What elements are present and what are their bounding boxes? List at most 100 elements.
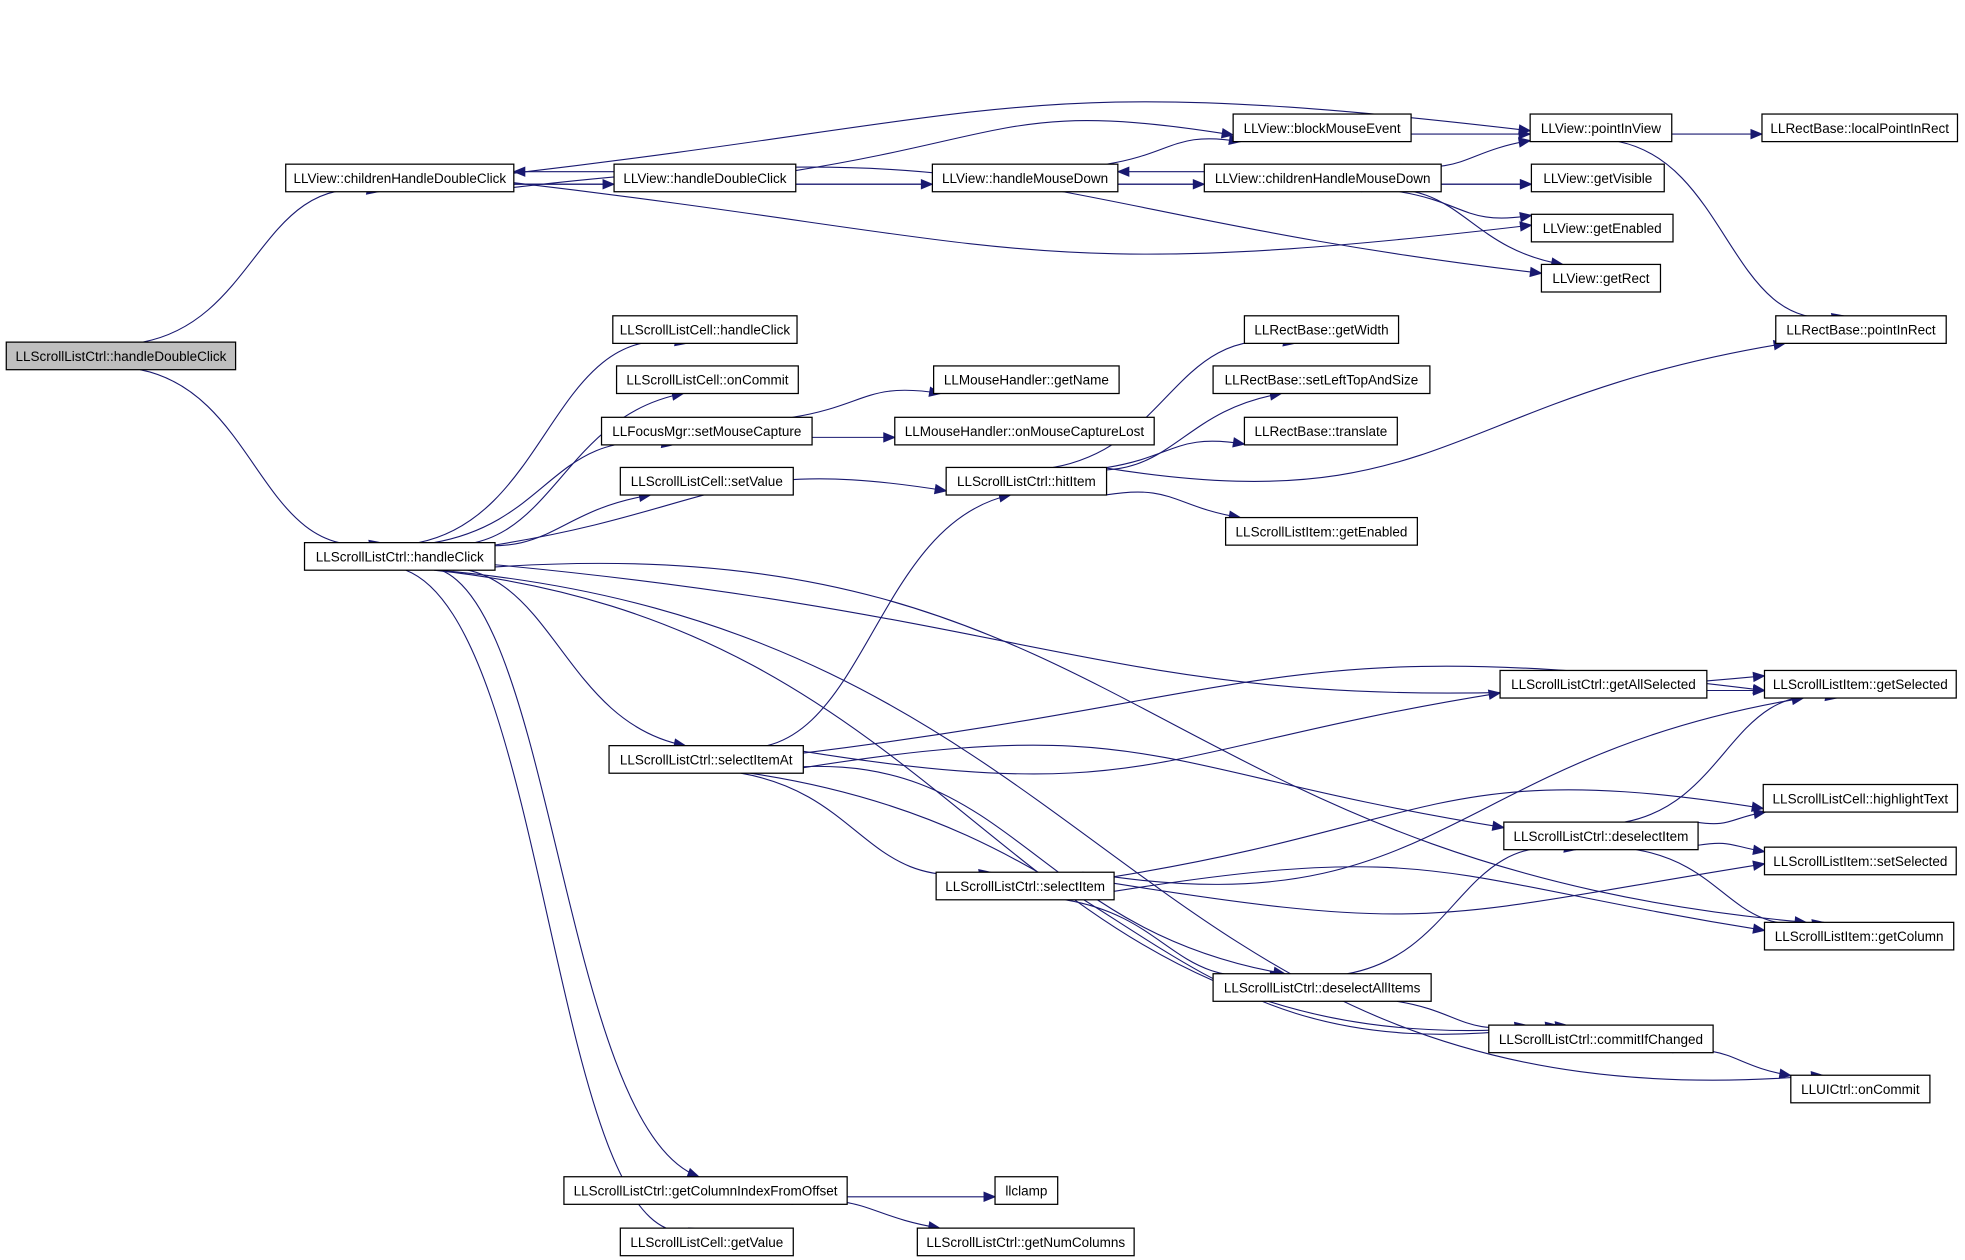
node-label: LLView::getRect bbox=[1552, 271, 1649, 286]
arrowhead-v_hmd-to-v_chmd bbox=[1192, 178, 1206, 190]
edge-sl_si-to-sli_gs bbox=[1082, 697, 1804, 885]
node-box bbox=[1224, 516, 1418, 546]
arrowhead-sl_sia-to-sl_di bbox=[1491, 820, 1506, 831]
node-label: LLScrollListCtrl::handleDoubleClick bbox=[16, 349, 227, 364]
node-box bbox=[945, 466, 1108, 496]
node-mh_omcl[interactable]: LLMouseHandler::onMouseCaptureLost bbox=[894, 416, 1155, 446]
node-label: LLScrollListCtrl::deselectItem bbox=[1514, 829, 1689, 844]
edge-root-to-v_chdc bbox=[142, 189, 379, 343]
node-sl_gnc[interactable]: LLScrollListCtrl::getNumColumns bbox=[916, 1227, 1135, 1257]
arrowhead-fm_smc-to-mh_omcl bbox=[883, 432, 897, 443]
node-v_hmd[interactable]: LLView::handleMouseDown bbox=[931, 163, 1119, 193]
node-rb_gw[interactable]: LLRectBase::getWidth bbox=[1243, 315, 1400, 344]
node-box bbox=[563, 1176, 848, 1205]
node-label: LLScrollListCell::highlightText bbox=[1773, 791, 1949, 806]
edge-sl_hit-to-rb_pir bbox=[1102, 342, 1786, 482]
node-sl_gcifo[interactable]: LLScrollListCtrl::getColumnIndexFromOffs… bbox=[563, 1176, 848, 1205]
node-box bbox=[994, 1176, 1059, 1205]
node-box bbox=[1762, 783, 1959, 813]
node-sl_hc[interactable]: LLScrollListCtrl::handleClick bbox=[303, 542, 496, 571]
edge-sl_cic-to-ui_oc bbox=[1672, 1049, 1791, 1077]
node-label: LLRectBase::localPointInRect bbox=[1770, 121, 1949, 136]
node-box bbox=[1243, 416, 1398, 446]
node-label: LLScrollListCtrl::deselectAllItems bbox=[1224, 981, 1421, 996]
node-slc_hc[interactable]: LLScrollListCell::handleClick bbox=[612, 315, 798, 344]
node-rb_pir[interactable]: LLRectBase::pointInRect bbox=[1775, 315, 1947, 344]
node-sl_sia[interactable]: LLScrollListCtrl::selectItemAt bbox=[608, 745, 804, 774]
node-v_chdc[interactable]: LLView::childrenHandleDoubleClick bbox=[285, 163, 515, 193]
edge-sl_si-to-sl_dai bbox=[1065, 899, 1282, 978]
node-sl_cic[interactable]: LLScrollListCtrl::commitIfChanged bbox=[1488, 1024, 1714, 1054]
node-box bbox=[615, 365, 799, 395]
node-box bbox=[931, 163, 1119, 193]
node-slc_sv[interactable]: LLScrollListCell::setValue bbox=[619, 466, 794, 496]
node-sli_gc[interactable]: LLScrollListItem::getColumn bbox=[1763, 921, 1955, 951]
node-box bbox=[1243, 315, 1400, 344]
node-label: LLScrollListCell::getValue bbox=[630, 1235, 783, 1250]
node-label: LLMouseHandler::onMouseCaptureLost bbox=[905, 424, 1145, 439]
node-label: LLView::pointInView bbox=[1541, 121, 1661, 136]
node-v_bme[interactable]: LLView::blockMouseEvent bbox=[1232, 113, 1412, 143]
node-sli_ge[interactable]: LLScrollListItem::getEnabled bbox=[1224, 516, 1418, 546]
node-box bbox=[1212, 365, 1431, 395]
node-rb_lpir[interactable]: LLRectBase::localPointInRect bbox=[1761, 113, 1959, 143]
node-label: LLUICtrl::onCommit bbox=[1801, 1082, 1920, 1097]
node-box bbox=[613, 163, 797, 193]
edge-sl_si-to-sli_gc bbox=[1113, 866, 1765, 931]
edge-v_chdc-to-v_piv bbox=[513, 101, 1531, 174]
node-box bbox=[1775, 315, 1947, 344]
node-sl_gas[interactable]: LLScrollListCtrl::getAllSelected bbox=[1499, 669, 1708, 699]
arrowhead-v_bme-to-v_piv bbox=[1518, 128, 1532, 140]
node-v_piv[interactable]: LLView::pointInView bbox=[1529, 113, 1673, 143]
node-v_chmd[interactable]: LLView::childrenHandleMouseDown bbox=[1203, 163, 1442, 193]
node-box bbox=[935, 871, 1115, 901]
node-ui_oc[interactable]: LLUICtrl::onCommit bbox=[1790, 1074, 1931, 1104]
node-label: LLRectBase::setLeftTopAndSize bbox=[1225, 373, 1419, 388]
node-v_gv[interactable]: LLView::getVisible bbox=[1530, 163, 1665, 193]
edge-v_piv-to-rb_pir bbox=[1618, 141, 1844, 319]
edge-sl_hit-to-sli_ge bbox=[1106, 491, 1241, 519]
edge-sl_hc-to-sl_gcifo bbox=[406, 566, 700, 1178]
arrowhead-sl_si-to-sli_ss bbox=[1752, 860, 1766, 871]
arrowhead-sl_si-to-sli_gc bbox=[1752, 923, 1766, 934]
arrowhead-v_hdc-to-v_hmd bbox=[920, 178, 934, 190]
node-box bbox=[1540, 263, 1662, 293]
node-label: LLMouseHandler::getName bbox=[944, 373, 1109, 388]
arrowhead-sl_gcifo-to-llclamp bbox=[983, 1191, 997, 1203]
edge-sl_dai-to-sl_cic bbox=[1396, 1000, 1527, 1029]
node-box bbox=[1203, 163, 1442, 193]
node-v_gr[interactable]: LLView::getRect bbox=[1540, 263, 1662, 293]
node-root[interactable]: LLScrollListCtrl::handleDoubleClick bbox=[5, 341, 237, 371]
node-slc_oc[interactable]: LLScrollListCell::onCommit bbox=[615, 365, 799, 395]
node-label: LLScrollListCtrl::selectItemAt bbox=[620, 752, 793, 767]
call-graph-edges bbox=[139, 101, 1845, 1238]
node-fm_smc[interactable]: LLFocusMgr::setMouseCapture bbox=[600, 416, 813, 446]
node-slc_gv[interactable]: LLScrollListCell::getValue bbox=[619, 1227, 794, 1257]
edge-v_chmd-to-v_piv bbox=[1399, 140, 1531, 168]
edge-fm_smc-to-mh_gn bbox=[792, 389, 941, 418]
node-sl_dai[interactable]: LLScrollListCtrl::deselectAllItems bbox=[1212, 973, 1432, 1002]
node-label: llclamp bbox=[1005, 1184, 1047, 1199]
node-sl_di[interactable]: LLScrollListCtrl::deselectItem bbox=[1503, 821, 1699, 851]
node-box bbox=[1212, 973, 1432, 1002]
node-box bbox=[1530, 163, 1665, 193]
node-sl_si[interactable]: LLScrollListCtrl::selectItem bbox=[935, 871, 1115, 901]
node-sli_ss[interactable]: LLScrollListItem::setSelected bbox=[1763, 846, 1957, 876]
node-rb_sltas[interactable]: LLRectBase::setLeftTopAndSize bbox=[1212, 365, 1431, 395]
node-mh_gn[interactable]: LLMouseHandler::getName bbox=[933, 365, 1120, 395]
node-rb_tr[interactable]: LLRectBase::translate bbox=[1243, 416, 1398, 446]
node-sli_gs[interactable]: LLScrollListItem::getSelected bbox=[1763, 669, 1957, 699]
node-sl_hit[interactable]: LLScrollListCtrl::hitItem bbox=[945, 466, 1108, 496]
node-llclamp[interactable]: llclamp bbox=[994, 1176, 1059, 1205]
node-v_hdc[interactable]: LLView::handleDoubleClick bbox=[613, 163, 797, 193]
node-slc_ht[interactable]: LLScrollListCell::highlightText bbox=[1762, 783, 1959, 813]
edge-sl_sia-to-sl_si bbox=[740, 772, 991, 876]
arrowhead-sl_hc-to-sl_hit bbox=[933, 483, 948, 495]
node-label: LLScrollListItem::setSelected bbox=[1773, 854, 1947, 869]
node-label: LLScrollListCtrl::getAllSelected bbox=[1511, 677, 1696, 692]
arrowhead-v_piv-to-rb_lpir bbox=[1750, 128, 1764, 140]
node-label: LLView::handleMouseDown bbox=[942, 171, 1108, 186]
arrowhead-sl_hc-to-sl_gcifo bbox=[686, 1167, 701, 1178]
node-v_ge[interactable]: LLView::getEnabled bbox=[1530, 213, 1674, 243]
node-box bbox=[285, 163, 515, 193]
